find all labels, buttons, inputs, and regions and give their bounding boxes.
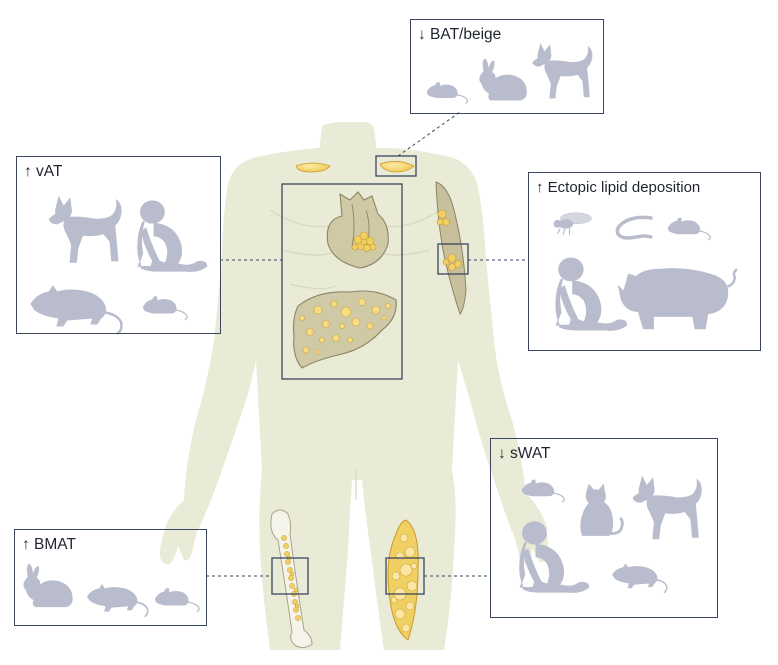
femur-bone-marrow — [270, 509, 313, 649]
bmat-box: ↑ BMAT — [14, 529, 207, 626]
vat-box: ↑ vAT — [16, 156, 221, 334]
bat-beige-label: ↓ BAT/beige — [418, 26, 502, 43]
connector-lines — [206, 111, 528, 577]
thigh-fat — [387, 519, 419, 641]
bat-beige-box: ↓ BAT/beige — [410, 19, 604, 114]
ectopic-box: ↑ Ectopic lipid deposition — [528, 172, 761, 351]
swat-label: ↓ sWAT — [498, 445, 551, 462]
arm-muscle — [435, 181, 467, 315]
region-frames — [271, 155, 469, 595]
vat-label: ↑ vAT — [24, 163, 63, 180]
swat-box: ↓ sWAT — [490, 438, 718, 618]
liver — [292, 290, 397, 369]
bmat-label: ↑ BMAT — [22, 536, 76, 553]
ectopic-label: ↑ Ectopic lipid deposition — [536, 179, 701, 196]
heart — [326, 191, 389, 269]
supraclavicular-fat — [295, 161, 415, 173]
